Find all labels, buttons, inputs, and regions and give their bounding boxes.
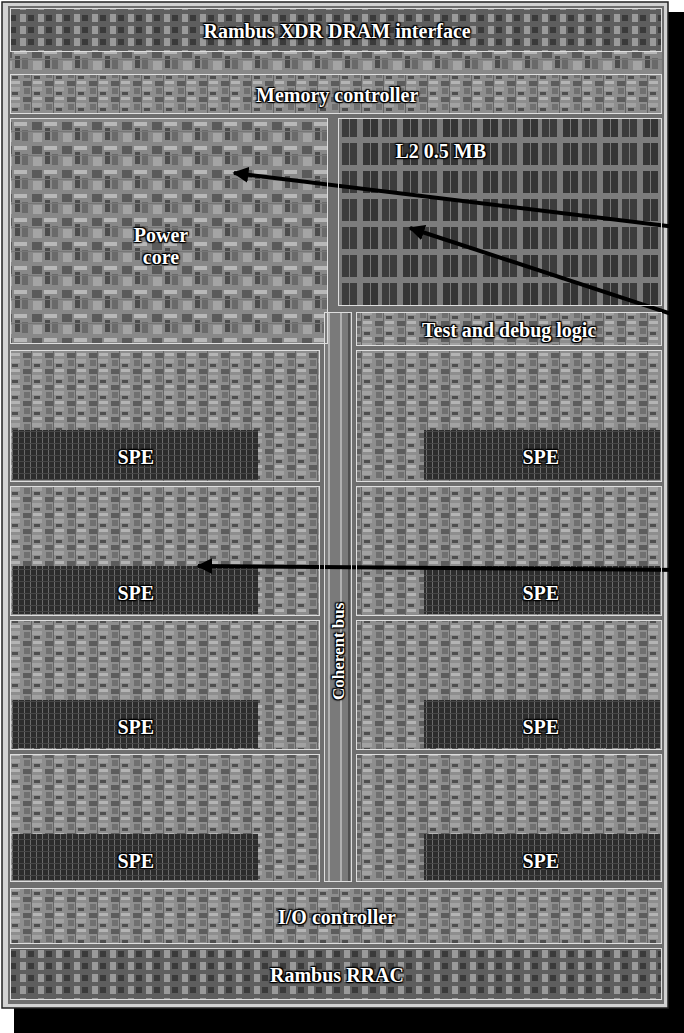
- local-store-band: [12, 834, 258, 880]
- region-label: Memory controller: [256, 84, 418, 106]
- region-label: SPE: [523, 582, 560, 604]
- region-label: Rambus RRAC: [270, 964, 404, 986]
- logic-texture: [10, 52, 662, 74]
- io-controller-block: I/O controller: [10, 888, 662, 944]
- die-ground: [8, 6, 664, 1004]
- logic-texture: [356, 620, 662, 750]
- pad-texture: [10, 948, 662, 1000]
- pointer-arrow: [198, 566, 684, 570]
- local-store-band: [424, 430, 660, 480]
- local-store-band: [424, 566, 660, 614]
- region-label: SPE: [118, 716, 155, 738]
- region-label: SPE: [118, 446, 155, 468]
- memory-controller-block: Memory controller: [10, 74, 662, 114]
- region-label: SPE: [523, 850, 560, 872]
- region-label: Rambus XDR DRAM interface: [204, 20, 471, 42]
- power-core-block: Power core: [10, 118, 328, 344]
- local-store-band: [12, 430, 258, 480]
- spe-block: SPE: [356, 486, 662, 616]
- debug-logic-block: Test and debug logic: [356, 312, 662, 346]
- logic-texture: [356, 350, 662, 482]
- photo-frame: [2, 2, 668, 1008]
- local-store-band: [424, 700, 660, 748]
- region-label: I/O controller: [278, 906, 396, 928]
- spe-block: SPE: [10, 486, 320, 616]
- local-store-band: [12, 700, 258, 748]
- coherent-bus-block: Coherent bus: [324, 312, 352, 882]
- local-store-band: [12, 566, 258, 614]
- logic-texture: [10, 486, 320, 616]
- logic-texture: [10, 74, 662, 114]
- logic-texture: [356, 486, 662, 616]
- local-store-band: [424, 834, 660, 880]
- spe-block: SPE: [10, 350, 320, 482]
- logic-texture: [356, 754, 662, 882]
- region-label: L2 0.5 MB: [396, 140, 487, 162]
- region-label: SPE: [118, 850, 155, 872]
- logic-texture: [10, 888, 662, 944]
- region-label: Test and debug logic: [422, 319, 596, 341]
- pointer-arrow: [410, 228, 684, 318]
- spe-textures: [10, 350, 662, 882]
- pointer-arrow: [234, 173, 684, 228]
- l2-cache-block: L2 0.5 MB: [338, 118, 662, 306]
- region-label: SPE: [523, 716, 560, 738]
- region-label: SPE: [523, 446, 560, 468]
- logic-texture: [10, 350, 320, 482]
- spe-block: SPE: [10, 620, 320, 750]
- logic-texture: [10, 620, 320, 750]
- logic-texture: [10, 754, 320, 882]
- core-texture: [10, 118, 328, 344]
- io-interface-band: Rambus RRAC: [10, 948, 662, 1000]
- region-label: SPE: [118, 582, 155, 604]
- region-label: Power core: [124, 224, 198, 268]
- spe-block: SPE: [10, 754, 320, 882]
- bus-texture: [324, 312, 352, 882]
- spe-block: SPE: [356, 350, 662, 482]
- region-label: Coherent bus: [330, 602, 349, 699]
- spe-block: SPE: [356, 754, 662, 882]
- spe-block: SPE: [356, 620, 662, 750]
- memory-interface-band: Rambus XDR DRAM interface: [10, 8, 662, 52]
- pad-texture: [10, 8, 662, 52]
- cache-texture: [338, 118, 662, 306]
- logic-texture: [356, 312, 662, 346]
